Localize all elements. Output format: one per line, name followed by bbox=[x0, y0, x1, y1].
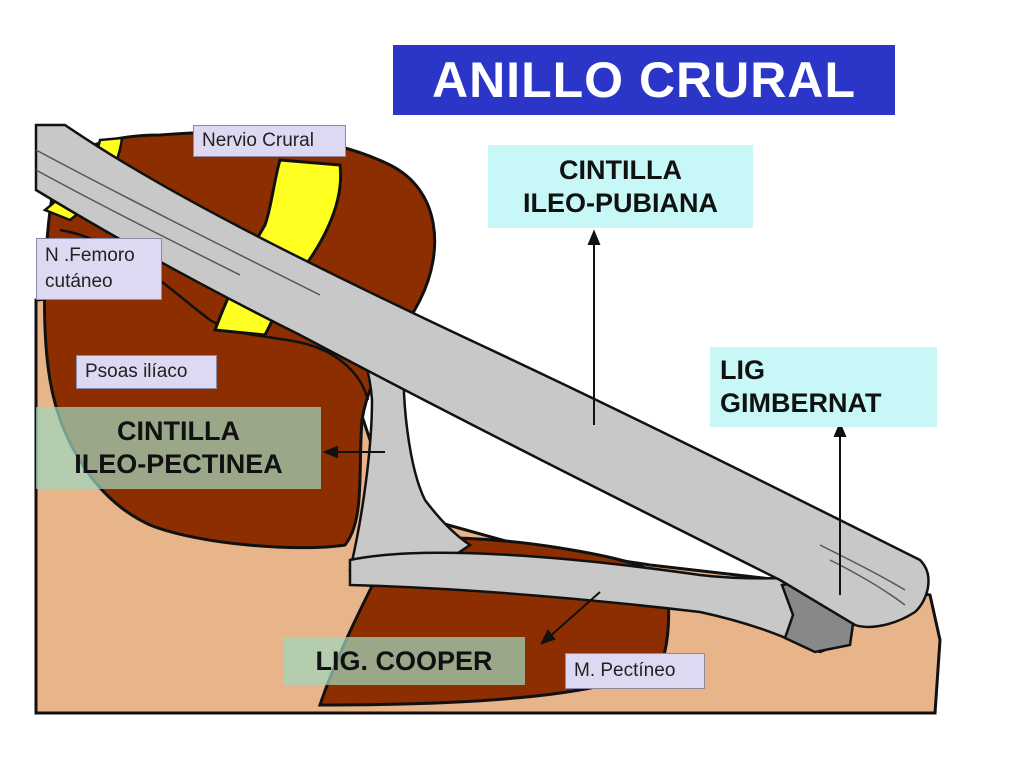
label-line-2: GIMBERNAT bbox=[720, 388, 882, 418]
label-lig-gimbernat: LIG GIMBERNAT bbox=[710, 347, 937, 427]
label-psoas-iliaco: Psoas ilíaco bbox=[76, 355, 217, 389]
arrow-ileo-pectinea bbox=[322, 445, 385, 459]
arrow-ileo-pubiana bbox=[587, 229, 601, 425]
label-line-2: ILEO-PECTINEA bbox=[74, 449, 283, 479]
page-title: ANILLO CRURAL bbox=[393, 45, 895, 115]
cintilla-ileo-pubiana-band bbox=[34, 123, 930, 629]
label-text: Nervio Crural bbox=[202, 130, 314, 151]
label-line-1: CINTILLA bbox=[559, 154, 682, 185]
label-line-1: LIG bbox=[720, 355, 765, 385]
title-text: ANILLO CRURAL bbox=[431, 52, 857, 108]
label-text: LIG. COOPER bbox=[315, 645, 493, 676]
label-line-2: cutáneo bbox=[45, 271, 113, 292]
label-line-2: ILEO-PUBIANA bbox=[523, 187, 718, 218]
label-cintilla-ileo-pectinea: CINTILLA ILEO-PECTINEA bbox=[36, 407, 321, 489]
arrow-gimbernat bbox=[833, 421, 847, 595]
label-cintilla-ileo-pubiana: CINTILLA ILEO-PUBIANA bbox=[488, 145, 753, 228]
label-nervio-crural: Nervio Crural bbox=[193, 125, 346, 157]
label-m-pectineo: M. Pectíneo bbox=[565, 653, 705, 689]
arrow-cooper bbox=[540, 591, 601, 645]
label-lig-cooper: LIG. COOPER bbox=[283, 637, 525, 685]
label-text: Psoas ilíaco bbox=[85, 361, 188, 382]
label-n-femoro-cutaneo: N .Femoro cutáneo bbox=[36, 238, 162, 300]
label-text: M. Pectíneo bbox=[574, 660, 676, 681]
label-line-1: CINTILLA bbox=[117, 416, 240, 446]
ileo-pubiana-fiber-lines bbox=[35, 149, 906, 606]
label-line-1: N .Femoro bbox=[45, 245, 135, 266]
